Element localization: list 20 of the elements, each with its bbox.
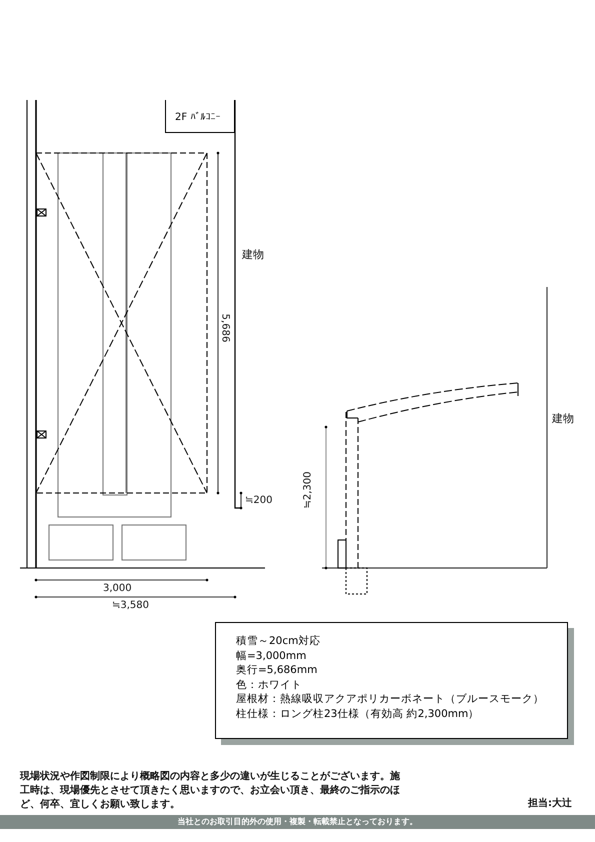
notice-paragraph: 現場状況や作図制限により概略図の内容と多少の違いが生じることがございます。施工時は、現場優先とさせて頂きたく思いますので、お立会い頂き、最終のご指示のほど、何卒、宜しくお願い致します。 [20, 770, 401, 812]
dimension-label: ≒2,300 [302, 471, 315, 509]
staff-name: 担当:大辻 [528, 798, 572, 810]
dimension-label: 3,000 [103, 583, 132, 595]
building-label: 建物 [242, 248, 264, 262]
spec-line: 奥行=5,686mm [236, 663, 318, 678]
spec-line: 積雪～20cm対応 [236, 634, 322, 648]
footer-band [0, 815, 595, 829]
dimension-label: ≒3,580 [112, 600, 150, 612]
spec-line: 色：ホワイト [236, 678, 303, 692]
balcony-box [165, 100, 235, 133]
spec-line: 柱仕様：ロング柱23仕様（有効高 約2,300mm） [236, 706, 480, 721]
spec-line: 幅=3,000mm [236, 648, 308, 663]
spec-box [215, 622, 568, 739]
spec-line: 屋根材：熱線吸収アクアポリカーボネート（ブルースモーク） [236, 692, 545, 706]
copyright-notice: 当社とのお取引目的外の使用・複製・転載禁止となっております。 [176, 816, 418, 827]
building-label: 建物 [552, 412, 574, 426]
balcony-label: 2F ﾊﾞﾙｺﾆｰ [175, 111, 220, 123]
dimension-label: 5,686 [218, 314, 230, 342]
dimension-label: ≒200 [245, 495, 272, 507]
